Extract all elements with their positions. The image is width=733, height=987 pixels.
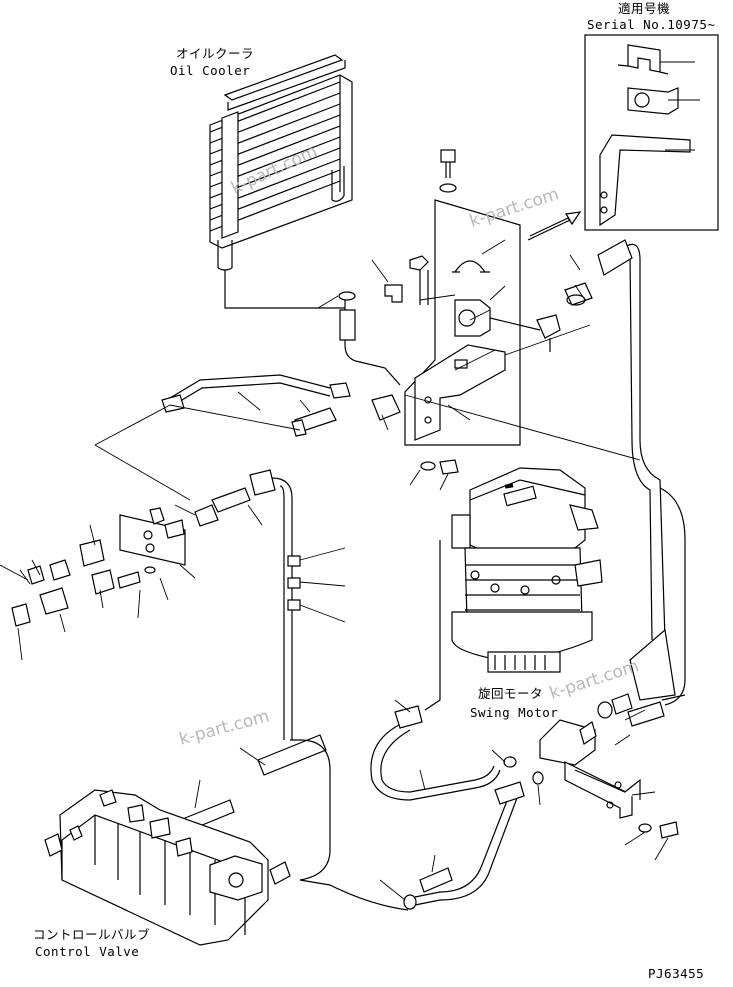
inset-arrow	[527, 211, 582, 241]
control-valve	[44, 789, 291, 946]
center-bracket-group	[371, 149, 561, 446]
control-valve-label-en: Control Valve	[35, 944, 140, 959]
swing-motor-label-jp: 旋回モータ	[478, 686, 544, 701]
control-valve-label-jp: コントロールバルブ	[33, 927, 151, 942]
applicable-model-label: 適用号機	[618, 1, 671, 16]
swing-motor	[409, 459, 603, 711]
oil-cooler-label-en: Oil Cooler	[170, 63, 251, 78]
oil-cooler-label-jp: オイルクーラ	[176, 46, 255, 61]
upper-tube	[161, 291, 401, 437]
serial-range-label: Serial No.10975~	[587, 17, 716, 32]
vertical-tube	[184, 477, 346, 881]
oil-cooler	[209, 54, 353, 309]
right-bracket	[491, 709, 679, 861]
left-fittings	[0, 469, 276, 661]
right-hoses	[564, 239, 686, 727]
drawing-number: PJ63455	[648, 966, 705, 981]
reference-lines	[94, 324, 641, 501]
serial-inset	[584, 34, 719, 231]
lower-hoses	[299, 699, 525, 911]
swing-motor-label-en: Swing Motor	[470, 705, 559, 720]
